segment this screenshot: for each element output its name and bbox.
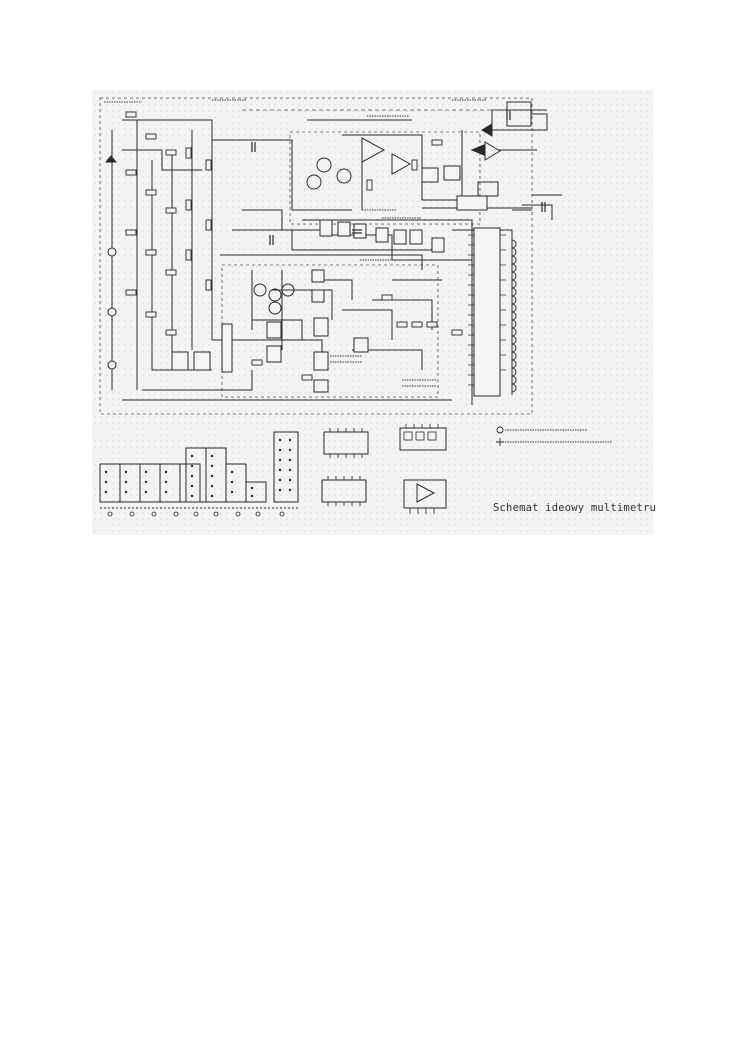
circuit-wiring: [111, 109, 562, 405]
illegible-labels: [104, 99, 612, 443]
pinout-legs: [327, 424, 439, 514]
pinout-dip-small: [403, 431, 437, 441]
resistor-symbols: [125, 111, 463, 381]
switch-terminals: [107, 511, 285, 517]
legend-markers: [496, 426, 504, 446]
range-switch-assembly: [99, 431, 299, 509]
power-section: [470, 101, 548, 197]
switch-contacts: [104, 438, 292, 498]
main-ic-pins: [468, 234, 506, 386]
schematic-sheet: Schemat ideowy multimetru: [92, 90, 657, 535]
schematic-drawing: [92, 90, 653, 535]
ic-blocks: [171, 165, 501, 397]
input-jacks: [104, 155, 118, 370]
display-segment-column: [511, 239, 517, 393]
diagram-caption: Schemat ideowy multimetru: [493, 502, 657, 514]
transistor-symbols: [253, 157, 352, 315]
opamp-symbols: [361, 137, 501, 175]
